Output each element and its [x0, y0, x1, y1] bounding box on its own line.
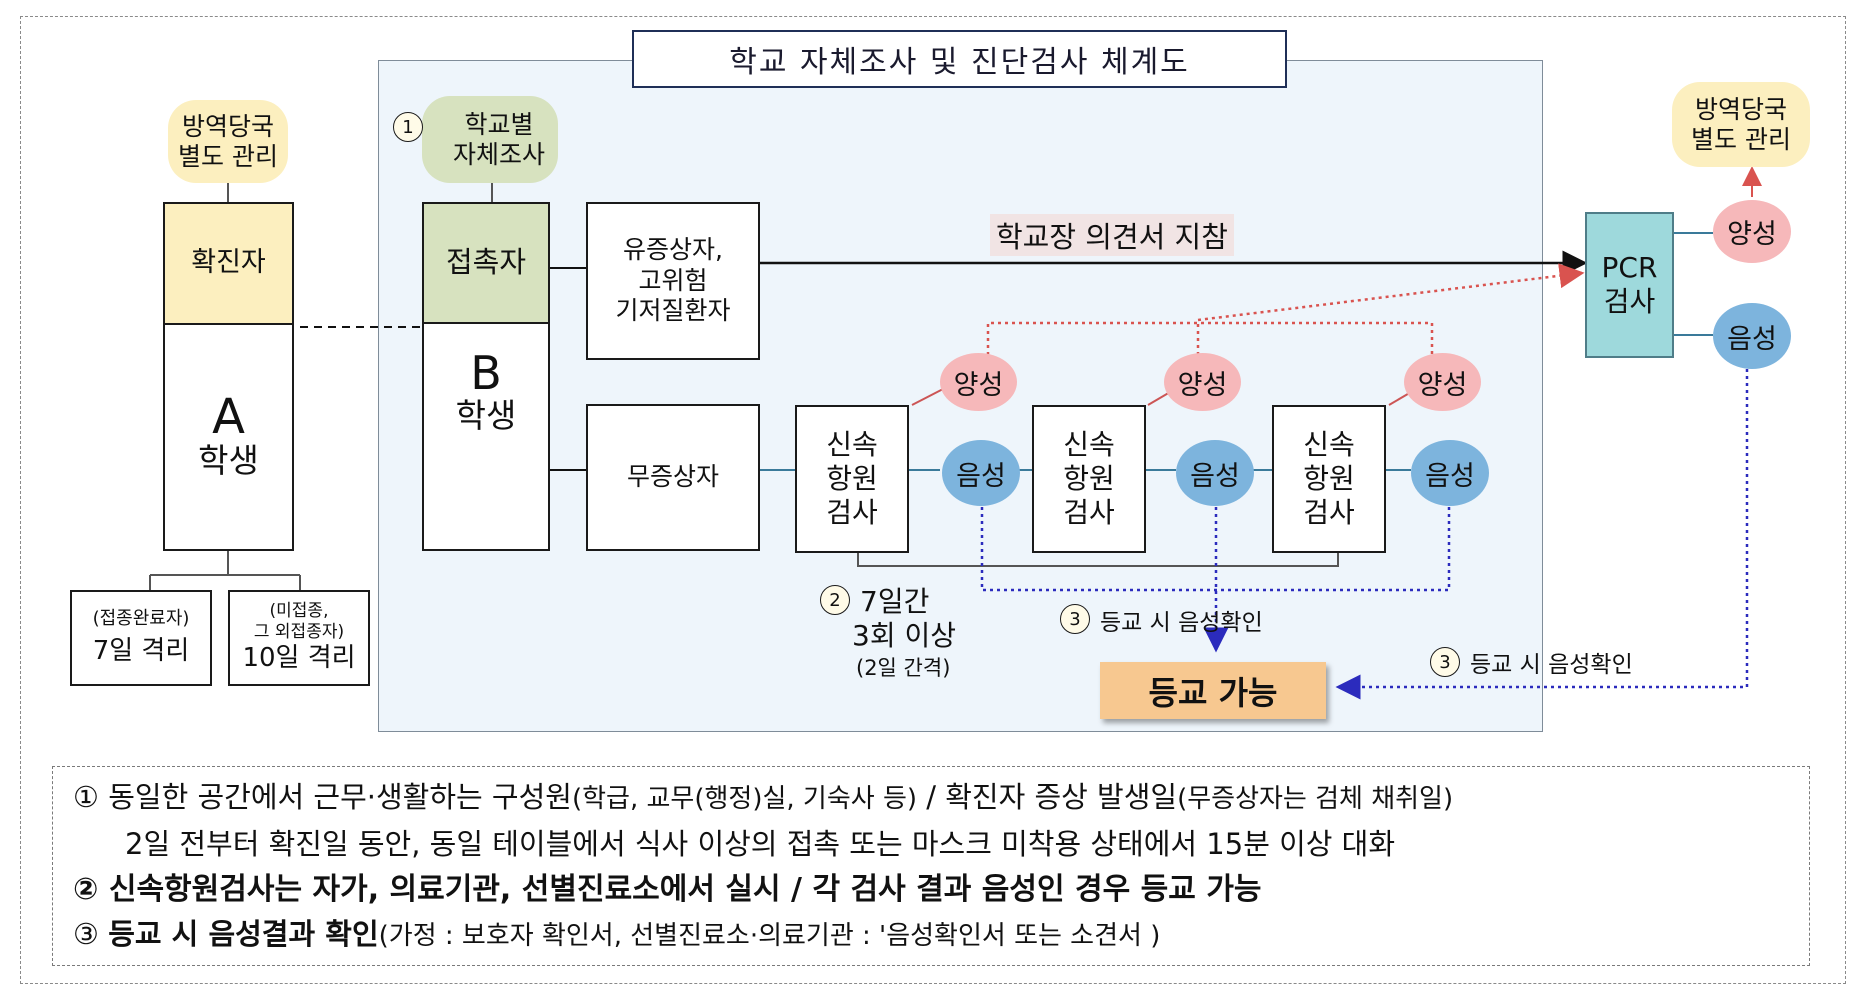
- note-1-symbol: ①: [73, 780, 99, 814]
- note-3-part-b: (가정 : 보호자 확인서, 선별진료소·의료기관 : '음성확인서 또는 소견…: [378, 921, 1161, 951]
- note-1-part-c: / 확진자 증상 발생일: [917, 780, 1178, 814]
- note-3-symbol: ③: [73, 917, 99, 951]
- note-3: ③ 등교 시 음성결과 확인(가정 : 보호자 확인서, 선별진료소·의료기관 …: [73, 912, 1789, 959]
- quarantine-vaccinated-main: 7일 격리: [92, 636, 190, 667]
- interval-line-1: 7일간: [860, 585, 930, 618]
- quarantine-unvaccinated-main: 10일 격리: [242, 643, 356, 674]
- pcr-test-box: PCR 검사: [1585, 212, 1674, 358]
- number-badge-3-right: 3: [1430, 647, 1460, 677]
- school-system-panel: [378, 60, 1543, 732]
- diagram-title: 학교 자체조사 및 진단검사 체계도: [632, 30, 1287, 88]
- note-2: ② 신속항원검사는 자가, 의료기관, 선별진료소에서 실시 / 각 검사 결과…: [73, 872, 1262, 907]
- quarantine-vaccinated-box: (접종완료자) 7일 격리: [70, 590, 212, 686]
- notes-box: ① 동일한 공간에서 근무·생활하는 구성원(학급, 교무(행정)실, 기숙사 …: [52, 766, 1810, 966]
- principal-opinion-label: 학교장 의견서 지참: [990, 214, 1234, 256]
- rapid-test-box-1: 신속 항원 검사: [795, 405, 909, 553]
- pcr-positive-badge: 양성: [1713, 200, 1791, 263]
- outer-frame: [20, 16, 1846, 984]
- number-badge-2: 2: [820, 585, 850, 615]
- contact-box: 접촉자: [422, 202, 550, 324]
- confirm-negative-right: 등교 시 음성확인: [1470, 652, 1633, 678]
- negative-badge-3: 음성: [1411, 440, 1489, 506]
- interval-line-3: (2일 간격): [856, 656, 951, 680]
- pcr-negative-badge: 음성: [1713, 303, 1791, 369]
- number-badge-3-mid: 3: [1060, 604, 1090, 634]
- confirmed-box: 확진자: [163, 202, 294, 325]
- note-1-part-a: 동일한 공간에서 근무·생활하는 구성원: [108, 780, 572, 814]
- student-b-box: B 학생: [422, 322, 550, 551]
- symptomatic-box: 유증상자, 고위험 기저질환자: [586, 202, 760, 360]
- note-1-line-1: ① 동일한 공간에서 근무·생활하는 구성원(학급, 교무(행정)실, 기숙사 …: [73, 775, 1789, 822]
- asymptomatic-box: 무증상자: [586, 404, 760, 551]
- rapid-test-box-3: 신속 항원 검사: [1272, 405, 1386, 553]
- negative-badge-1: 음성: [942, 440, 1020, 506]
- note-1-part-b: (학급, 교무(행정)실, 기숙사 등): [571, 784, 918, 814]
- positive-badge-1: 양성: [940, 353, 1017, 411]
- positive-badge-2: 양성: [1164, 353, 1241, 411]
- quarantine-vaccinated-small: (접종완료자): [92, 608, 190, 630]
- note-3-part-a: 등교 시 음성결과 확인: [108, 917, 379, 951]
- interval-line-2: 3회 이상: [852, 619, 956, 652]
- student-a-box: A 학생: [163, 323, 294, 551]
- quarantine-unvaccinated-small: (미접종, 그 외접종자): [253, 600, 345, 643]
- school-survey-text: 학교별 자체조사: [452, 109, 545, 169]
- note-1-part-d: (무증상자는 검체 채취일): [1177, 784, 1454, 814]
- positive-badge-3: 양성: [1404, 353, 1481, 411]
- health-authority-right: 방역당국 별도 관리: [1672, 82, 1810, 167]
- note-1-line-2: 2일 전부터 확진일 동안, 동일 테이블에서 식사 이상의 접촉 또는 마스크…: [125, 827, 1396, 861]
- quarantine-unvaccinated-box: (미접종, 그 외접종자) 10일 격리: [228, 590, 370, 686]
- school-survey-cloud: 학교별 자체조사: [422, 96, 558, 183]
- student-a-letter: A: [212, 388, 245, 445]
- health-authority-left: 방역당국 별도 관리: [168, 100, 288, 183]
- number-badge-1: 1: [393, 112, 423, 142]
- student-a-label: 학생: [198, 440, 259, 480]
- confirm-negative-mid: 등교 시 음성확인: [1100, 610, 1263, 636]
- rapid-test-box-2: 신속 항원 검사: [1032, 405, 1146, 553]
- school-allowed-box: 등교 가능: [1100, 662, 1326, 719]
- student-b-letter: B: [470, 346, 502, 400]
- student-b-label: 학생: [455, 396, 517, 435]
- negative-badge-2: 음성: [1176, 440, 1254, 506]
